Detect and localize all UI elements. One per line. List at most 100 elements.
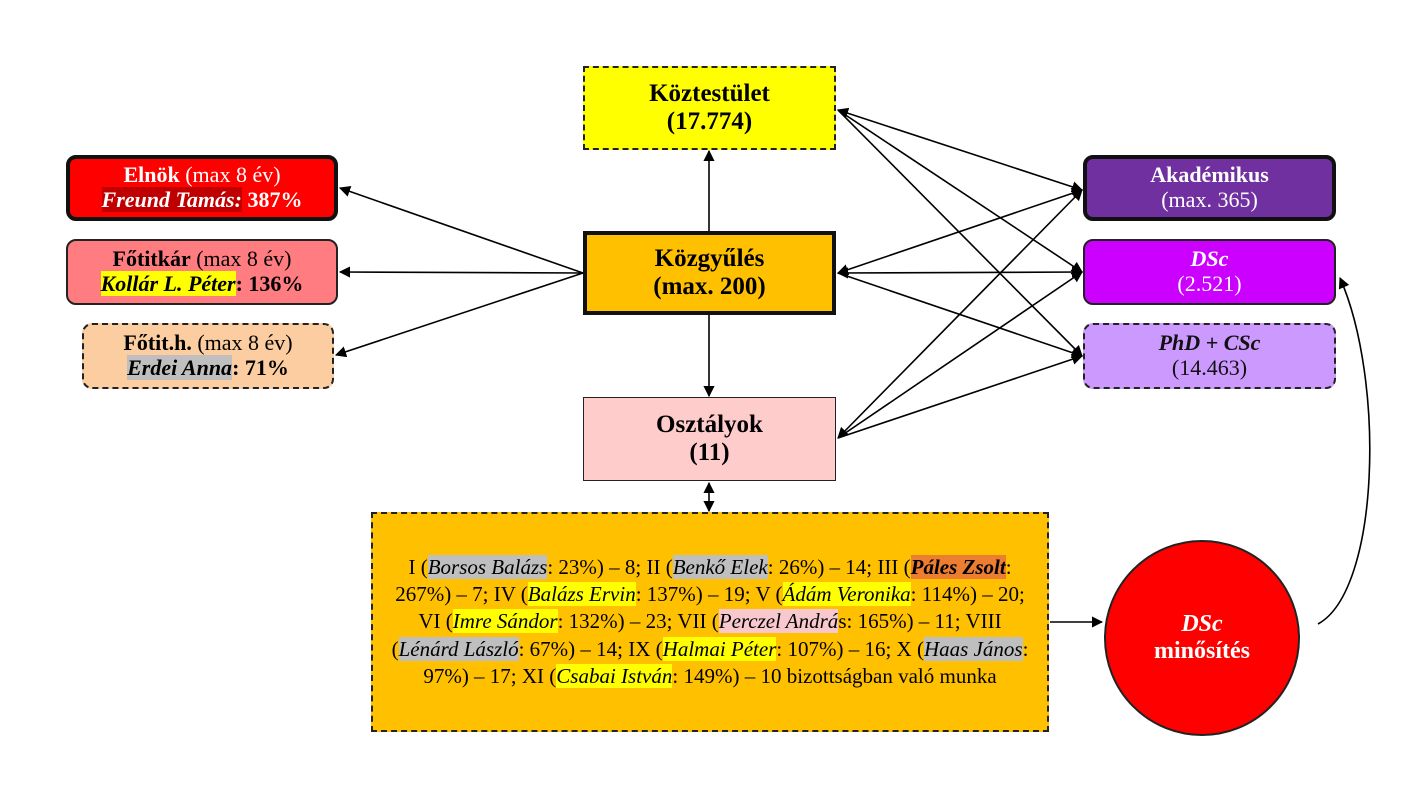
arrow-kozgyules-fotith — [334, 272, 584, 358]
elnok-pct: 387% — [241, 187, 303, 212]
fotitkar-role: Főtitkár — [112, 246, 191, 272]
osztalyok-count: (11) — [689, 439, 730, 466]
arrow-kozgyules-elnok — [338, 186, 584, 274]
committee-chair-name: Perczel Andrá — [718, 609, 839, 634]
dsc-node: DSc (2.521) — [1083, 239, 1336, 305]
fotith-node: Főtit.h. (max 8 év) Erdei Anna: 71% — [82, 323, 334, 389]
fotitkar-person-line: Kollár L. Péter: 136% — [100, 271, 303, 297]
committee-section: V (Ádám Veronika: 114%) – 20; — [755, 582, 1025, 607]
committee-section-number: VII ( — [677, 609, 719, 634]
fotith-role: Főtit.h. — [123, 330, 192, 356]
elnok-person: Freund Tamás: — [101, 187, 242, 212]
committee-section-number: VI ( — [418, 609, 453, 634]
akademikus-count: (max. 365) — [1161, 187, 1258, 212]
committee-chair-name: Csabai István — [556, 663, 673, 688]
committee-chair-pct: : 97% — [423, 636, 1029, 688]
dsc-title: DSc — [1190, 246, 1229, 272]
kozgyules-title: Közgyűlés — [654, 245, 765, 272]
elnok-term: (max 8 év) — [179, 162, 281, 188]
link-osztalyok-dsc — [837, 271, 1083, 439]
committee-count: ) – 23; — [617, 609, 678, 634]
link-koztestulet-akademikus — [836, 107, 1084, 193]
link-osztalyok-akademikus — [837, 189, 1083, 439]
link-osztalyok-phd — [837, 353, 1084, 439]
committee-chair-pct: : 23% — [547, 554, 597, 579]
committee-chair-pct: : 132% — [557, 609, 618, 634]
committee-chair-pct: : 149% — [672, 663, 733, 688]
phd-csc-node: PhD + CSc (14.463) — [1083, 323, 1336, 389]
committee-section-number: VIII ( — [391, 609, 1002, 661]
committee-section: IX (Halmai Péter: 107%) – 16; — [628, 636, 897, 661]
committee-section-number: I ( — [408, 554, 428, 579]
committee-section-number: II ( — [646, 554, 673, 579]
committee-section: VI (Imre Sándor: 132%) – 23; — [418, 609, 678, 634]
committee-section: VIII (Lénárd László: 67%) – 14; — [391, 609, 1002, 661]
fotitkar-node: Főtitkár (max 8 év) Kollár L. Péter: 136… — [66, 239, 338, 305]
akademikus-node: Akadémikus (max. 365) — [1083, 155, 1336, 221]
link-koztestulet-phd — [837, 109, 1083, 357]
committee-section: VII (Perczel András: 165%) – 11; — [677, 609, 966, 634]
fotith-person: Erdei Anna — [127, 355, 233, 380]
fotith-person-line: Erdei Anna: 71% — [127, 355, 289, 381]
akademikus-title: Akadémikus — [1150, 162, 1269, 188]
elnok-person-line: Freund Tamás: 387% — [101, 187, 303, 213]
committee-section: I (Borsos Balázs: 23%) – 8; — [408, 554, 647, 579]
dsc-minosites-node: DSc minősítés — [1104, 540, 1300, 736]
fotith-term: (max 8 év) — [191, 330, 293, 356]
committee-count: ) – 14; — [817, 554, 878, 579]
committee-chair-name: Borsos Balázs — [427, 554, 548, 579]
minosites-subtitle: minősítés — [1154, 638, 1250, 664]
arrow-kozgyules-fotitkar — [338, 266, 584, 278]
minosites-title: DSc — [1181, 611, 1223, 638]
link-koztestulet-dsc — [837, 109, 1083, 273]
committee-chair-pct: : 26% — [767, 554, 818, 579]
elnok-role: Elnök — [123, 162, 180, 188]
koztestulet-count: (17.774) — [666, 108, 753, 135]
fotitkar-term: (max 8 év) — [190, 246, 292, 272]
committee-chair-pct: : 67% — [518, 636, 569, 661]
arrow-minosites-dsc — [1317, 276, 1371, 625]
committee-text: I (Borsos Balázs: 23%) – 8; II (Benkő El… — [387, 554, 1033, 690]
committee-chair-name: Páles Zsolt — [910, 554, 1006, 579]
committee-chair-pct: : 267% — [395, 554, 1012, 607]
committee-count: ) – 11; — [906, 609, 966, 634]
committee-count: ) – 17; — [461, 663, 522, 688]
fotith-role-line: Főtit.h. (max 8 év) — [123, 331, 292, 356]
koztestulet-title: Köztestület — [649, 80, 770, 107]
committee-chair-name: Halmai Péter — [662, 636, 777, 661]
committee-chair-name: Haas János — [923, 636, 1023, 661]
osztalyok-title: Osztályok — [656, 411, 763, 438]
committee-count: ) – 16; — [836, 636, 897, 661]
committee-count: ) – 10 bizottságban való munka — [732, 663, 997, 688]
committee-count: ) – 19; — [695, 582, 756, 607]
committee-section-number: IX ( — [628, 636, 663, 661]
committee-section-number: X ( — [896, 636, 924, 661]
committee-chair-name: Imre Sándor — [452, 609, 558, 634]
committee-section: II (Benkő Elek: 26%) – 14; — [646, 554, 878, 579]
committee-count: ) – 7; — [444, 582, 494, 607]
committee-chair-name: Balázs Ervin — [527, 582, 636, 607]
committee-section-number: XI ( — [521, 663, 557, 688]
kozgyules-node: Közgyűlés (max. 200) — [583, 231, 836, 315]
committee-chair-pct: : 114% — [910, 582, 970, 607]
committee-section-number: III ( — [877, 554, 911, 579]
dsc-count: (2.521) — [1177, 271, 1242, 296]
link-kozgyules-akademikus — [836, 187, 1084, 276]
phd-csc-count: (14.463) — [1171, 355, 1248, 380]
committee-count: ) – 14; — [568, 636, 629, 661]
fotitkar-role-line: Főtitkár (max 8 év) — [113, 247, 292, 272]
committee-chair-pct: s: 165% — [838, 609, 907, 634]
committee-chair-pct: : 137% — [635, 582, 696, 607]
committee-section-number: IV ( — [493, 582, 528, 607]
committee-box: I (Borsos Balázs: 23%) – 8; II (Benkő El… — [371, 512, 1049, 732]
kozgyules-count: (max. 200) — [653, 273, 766, 300]
osztalyok-node: Osztályok (11) — [583, 397, 836, 481]
committee-section-number: V ( — [755, 582, 783, 607]
committee-count: ) – 8; — [596, 554, 647, 579]
committee-chair-name: Benkő Elek — [672, 554, 768, 579]
fotith-pct: : 71% — [232, 355, 289, 380]
committee-section: III (Páles Zsolt: 267%) – 7; — [395, 554, 1012, 607]
committee-chair-name: Ádám Veronika — [782, 582, 911, 607]
elnok-node: Elnök (max 8 év) Freund Tamás: 387% — [66, 155, 338, 221]
